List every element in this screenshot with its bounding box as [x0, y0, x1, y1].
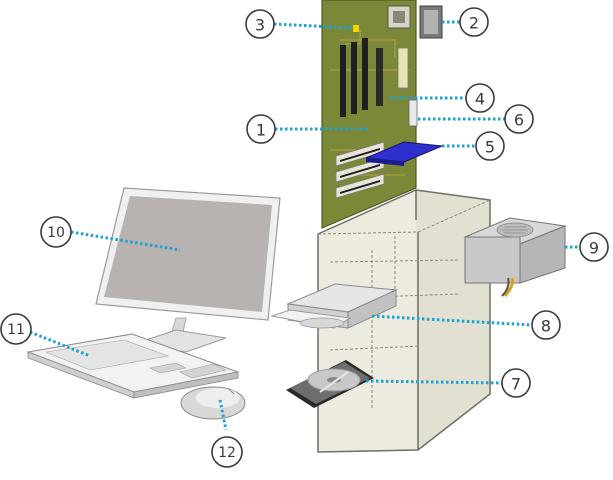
leader-12 [218, 399, 228, 431]
callout-1-label: 1 [256, 121, 266, 140]
hard-disk-drive [286, 360, 374, 408]
leader-11 [29, 330, 91, 358]
callout-2: 2 [459, 7, 489, 37]
mouse [180, 386, 246, 420]
leader-3 [273, 22, 355, 30]
callout-4-label: 4 [475, 90, 485, 109]
callout-9-label: 9 [589, 239, 599, 258]
callout-11: 11 [0, 313, 32, 345]
leader-lines [29, 20, 580, 431]
leader-8 [371, 314, 533, 327]
callout-11-label: 11 [7, 322, 25, 338]
leader-10 [70, 230, 181, 252]
callout-9: 9 [579, 232, 609, 262]
callout-5: 5 [475, 131, 505, 161]
callout-8: 8 [531, 310, 561, 340]
cpu [419, 5, 443, 39]
callout-7: 7 [501, 368, 531, 398]
callouts: 1 2 3 4 5 6 7 8 [0, 7, 609, 468]
keyboard [26, 333, 240, 399]
callout-10-label: 10 [47, 225, 65, 241]
power-supply [463, 217, 567, 297]
callout-6-label: 6 [514, 111, 524, 130]
callout-10: 10 [40, 216, 72, 248]
callout-7-label: 7 [511, 375, 521, 394]
monitor [95, 187, 281, 353]
callout-8-label: 8 [541, 317, 551, 336]
callout-12: 12 [211, 436, 243, 468]
callout-12-label: 12 [218, 445, 236, 461]
callout-3: 3 [245, 9, 275, 39]
callout-6: 6 [504, 104, 534, 134]
callout-4: 4 [465, 83, 495, 113]
optical-disc-drive [270, 283, 398, 329]
callout-2-label: 2 [469, 14, 479, 33]
callout-5-label: 5 [485, 138, 495, 157]
callout-3-label: 3 [255, 16, 265, 35]
callout-1: 1 [246, 114, 276, 144]
motherboard [321, 0, 418, 229]
